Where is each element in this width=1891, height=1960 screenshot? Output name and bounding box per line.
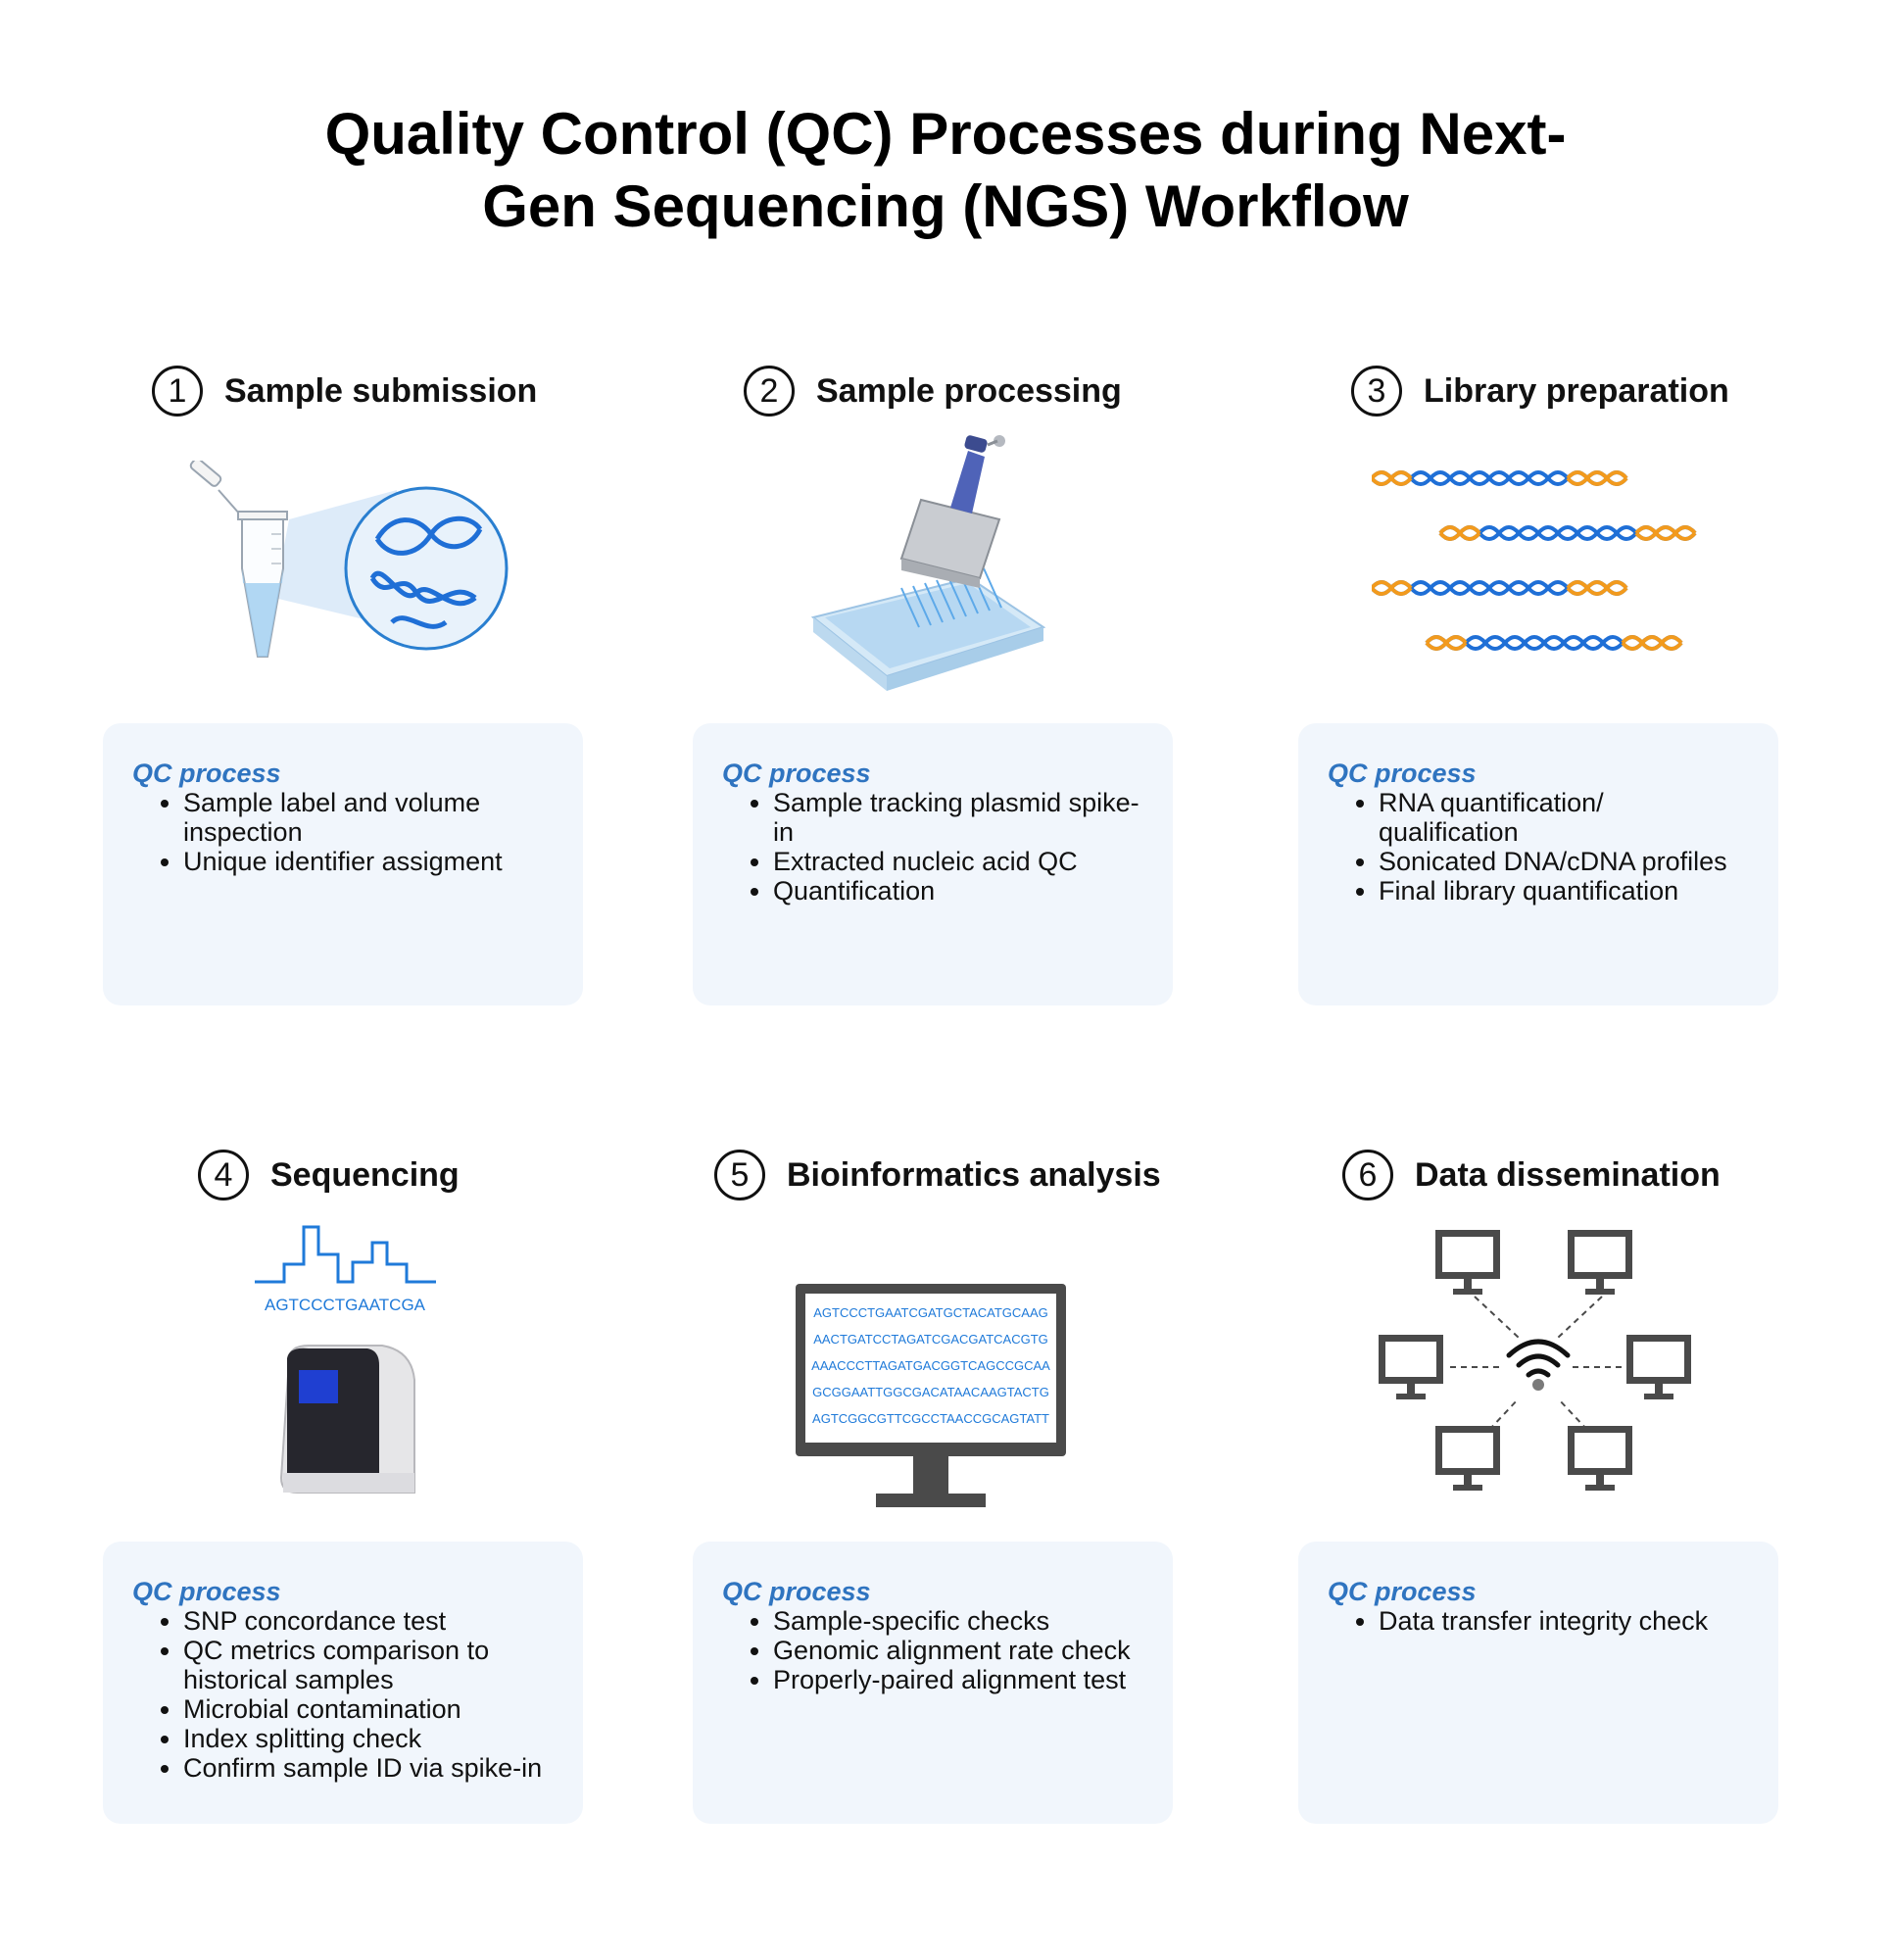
computer-icon	[1379, 1335, 1443, 1399]
pipette-plate-illustration	[810, 435, 1046, 691]
qc-label: QC process	[132, 1577, 281, 1606]
list-item: Microbial contamination	[183, 1694, 554, 1724]
step-5-number: 5	[714, 1150, 765, 1200]
dna-strand-icon	[1372, 580, 1628, 596]
step-3-header: 3 Library preparation	[1351, 362, 1729, 420]
step-5-header: 5 Bioinformatics analysis	[714, 1146, 1161, 1204]
step-4-header: 4 Sequencing	[198, 1146, 460, 1204]
dna-strand-icon	[1372, 470, 1628, 486]
list-item: QC metrics comparison to historical samp…	[183, 1636, 554, 1694]
computer-network-icon	[1379, 1230, 1691, 1491]
chromatogram-icon	[255, 1225, 436, 1284]
screen-sequence-3: AAACCCTTAGATGACGGTCAGCCGCAA	[811, 1358, 1050, 1373]
microcentrifuge-tube-icon	[189, 461, 288, 658]
dna-strand-icon	[1425, 635, 1683, 651]
qc-box-6: QC process Data transfer integrity check	[1298, 1542, 1778, 1824]
qc-label: QC process	[132, 759, 281, 788]
step-6-header: 6 Data dissemination	[1342, 1146, 1721, 1204]
qc-box-4: QC process SNP concordance test QC metri…	[103, 1542, 583, 1824]
qc-box-3: QC process RNA quantification/ qualifica…	[1298, 723, 1778, 1005]
step-6-title: Data dissemination	[1415, 1155, 1721, 1194]
list-item: RNA quantification/ qualification	[1379, 788, 1749, 847]
list-item: Sample label and volume inspection	[183, 788, 554, 847]
sequencing-read: AGTCCCTGAATCGA	[265, 1296, 426, 1314]
step-2-number: 2	[744, 366, 795, 416]
step-3-title: Library preparation	[1424, 371, 1729, 410]
list-item: Genomic alignment rate check	[773, 1636, 1143, 1665]
qc-label: QC process	[1328, 759, 1477, 788]
page-title-line1: Quality Control (QC) Processes during Ne…	[324, 101, 1567, 167]
qc-list-1: Sample label and volume inspection Uniqu…	[132, 788, 554, 876]
qc-box-1: QC process Sample label and volume inspe…	[103, 723, 583, 1005]
list-item: Sonicated DNA/cDNA profiles	[1379, 847, 1749, 876]
computer-icon	[1435, 1230, 1500, 1295]
step-4-title: Sequencing	[270, 1155, 460, 1194]
dna-library-illustration	[1372, 470, 1697, 651]
monitor-icon: AGTCCCTGAATCGATGCTACATGCAAG AACTGATCCTAG…	[796, 1284, 1066, 1507]
computer-icon	[1435, 1426, 1500, 1491]
qc-box-5: QC process Sample-specific checks Genomi…	[693, 1542, 1173, 1824]
qc-box-2: QC process Sample tracking plasmid spike…	[693, 723, 1173, 1005]
list-item: Data transfer integrity check	[1379, 1606, 1749, 1636]
list-item: Unique identifier assigment	[183, 847, 554, 876]
dna-magnifier-icon	[274, 486, 509, 651]
well-plate-icon	[810, 576, 1046, 691]
dna-strand-icon	[1438, 525, 1697, 541]
computer-icon	[1568, 1230, 1632, 1295]
step-2-title: Sample processing	[816, 371, 1122, 410]
computer-icon	[1568, 1426, 1632, 1491]
step-3-number: 3	[1351, 366, 1402, 416]
multichannel-pipette-icon	[899, 435, 1005, 628]
step-2-header: 2 Sample processing	[744, 362, 1122, 420]
step-1-title: Sample submission	[224, 371, 538, 410]
screen-sequence-5: AGTCGGCGTTCGCCTAACCGCAGTATT	[812, 1411, 1049, 1426]
list-item: Extracted nucleic acid QC	[773, 847, 1143, 876]
page-title-line2: Gen Sequencing (NGS) Workflow	[482, 173, 1409, 239]
list-item: Properly-paired alignment test	[773, 1665, 1143, 1694]
qc-list-5: Sample-specific checks Genomic alignment…	[722, 1606, 1143, 1694]
sample-tube-illustration	[189, 461, 509, 658]
list-item: Sample-specific checks	[773, 1606, 1143, 1636]
qc-list-2: Sample tracking plasmid spike-in Extract…	[722, 788, 1143, 906]
step-1-number: 1	[152, 366, 203, 416]
qc-list-3: RNA quantification/ qualification Sonica…	[1328, 788, 1749, 906]
qc-list-4: SNP concordance test QC metrics comparis…	[132, 1606, 554, 1783]
qc-label: QC process	[1328, 1577, 1477, 1606]
step-4-number: 4	[198, 1150, 249, 1200]
qc-label: QC process	[722, 1577, 871, 1606]
step-5-title: Bioinformatics analysis	[787, 1155, 1161, 1194]
list-item: Index splitting check	[183, 1724, 554, 1753]
list-item: Sample tracking plasmid spike-in	[773, 788, 1143, 847]
qc-label: QC process	[722, 759, 871, 788]
wifi-icon	[1506, 1339, 1571, 1391]
list-item: Quantification	[773, 876, 1143, 906]
sequencer-icon	[279, 1345, 415, 1494]
list-item: Final library quantification	[1379, 876, 1749, 906]
step-1-header: 1 Sample submission	[152, 362, 537, 420]
step-6-number: 6	[1342, 1150, 1393, 1200]
page-title: Quality Control (QC) Processes during Ne…	[0, 98, 1891, 243]
qc-list-6: Data transfer integrity check	[1328, 1606, 1749, 1636]
computer-icon	[1626, 1335, 1691, 1399]
list-item: SNP concordance test	[183, 1606, 554, 1636]
screen-sequence-2: AACTGATCCTAGATCGACGATCACGTG	[813, 1332, 1048, 1347]
chromatogram-illustration: AGTCCCTGAATCGA	[255, 1225, 436, 1314]
screen-sequence-4: GCGGAATTGGCGACATAACAAGTACTG	[812, 1385, 1049, 1399]
screen-sequence-1: AGTCCCTGAATCGATGCTACATGCAAG	[813, 1305, 1048, 1320]
list-item: Confirm sample ID via spike-in	[183, 1753, 554, 1783]
